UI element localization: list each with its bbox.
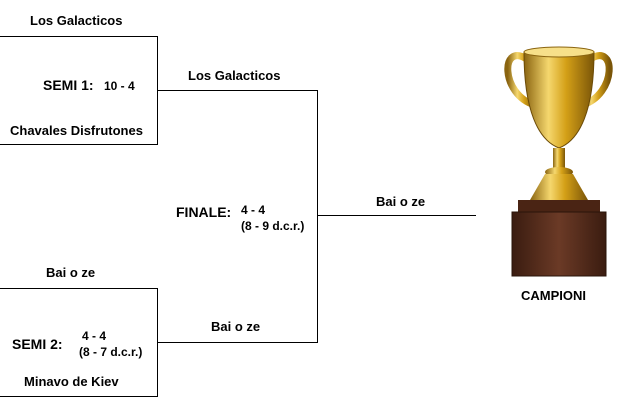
semi2-team-bottom: Minavo de Kiev bbox=[24, 374, 119, 389]
semi2-label: SEMI 2: bbox=[12, 336, 63, 352]
semi1-team-bottom: Chavales Disfrutones bbox=[10, 123, 143, 138]
final-score: 4 - 4 bbox=[241, 203, 266, 217]
champion-caption: CAMPIONI bbox=[521, 288, 586, 303]
final-right-line bbox=[317, 90, 318, 343]
semi1-right-line bbox=[157, 36, 158, 145]
semi2-penalties: (8 - 7 d.c.r.) bbox=[79, 345, 143, 359]
semi1-bottom-line bbox=[0, 144, 158, 145]
semi1-label: SEMI 1: bbox=[43, 77, 94, 93]
semi1-score: 10 - 4 bbox=[104, 79, 135, 93]
final-team-bottom: Bai o ze bbox=[211, 319, 261, 334]
semi2-bottom-line bbox=[0, 396, 158, 397]
semi2-score: 4 - 4 bbox=[82, 329, 107, 343]
semi1-team-top: Los Galacticos bbox=[30, 13, 123, 28]
semi2-team-top: Bai o ze bbox=[46, 265, 96, 280]
champion-name: Bai o ze bbox=[376, 194, 426, 209]
final-label: FINALE: bbox=[176, 204, 232, 220]
final-team-top: Los Galacticos bbox=[188, 68, 281, 83]
champion-line bbox=[318, 215, 476, 216]
final-penalties: (8 - 9 d.c.r.) bbox=[241, 219, 305, 233]
semi1-top-line bbox=[0, 36, 158, 37]
final-bottom-line bbox=[158, 342, 318, 343]
semi2-top-line bbox=[0, 288, 158, 289]
final-top-line bbox=[158, 90, 318, 91]
semi2-right-line bbox=[157, 288, 158, 397]
